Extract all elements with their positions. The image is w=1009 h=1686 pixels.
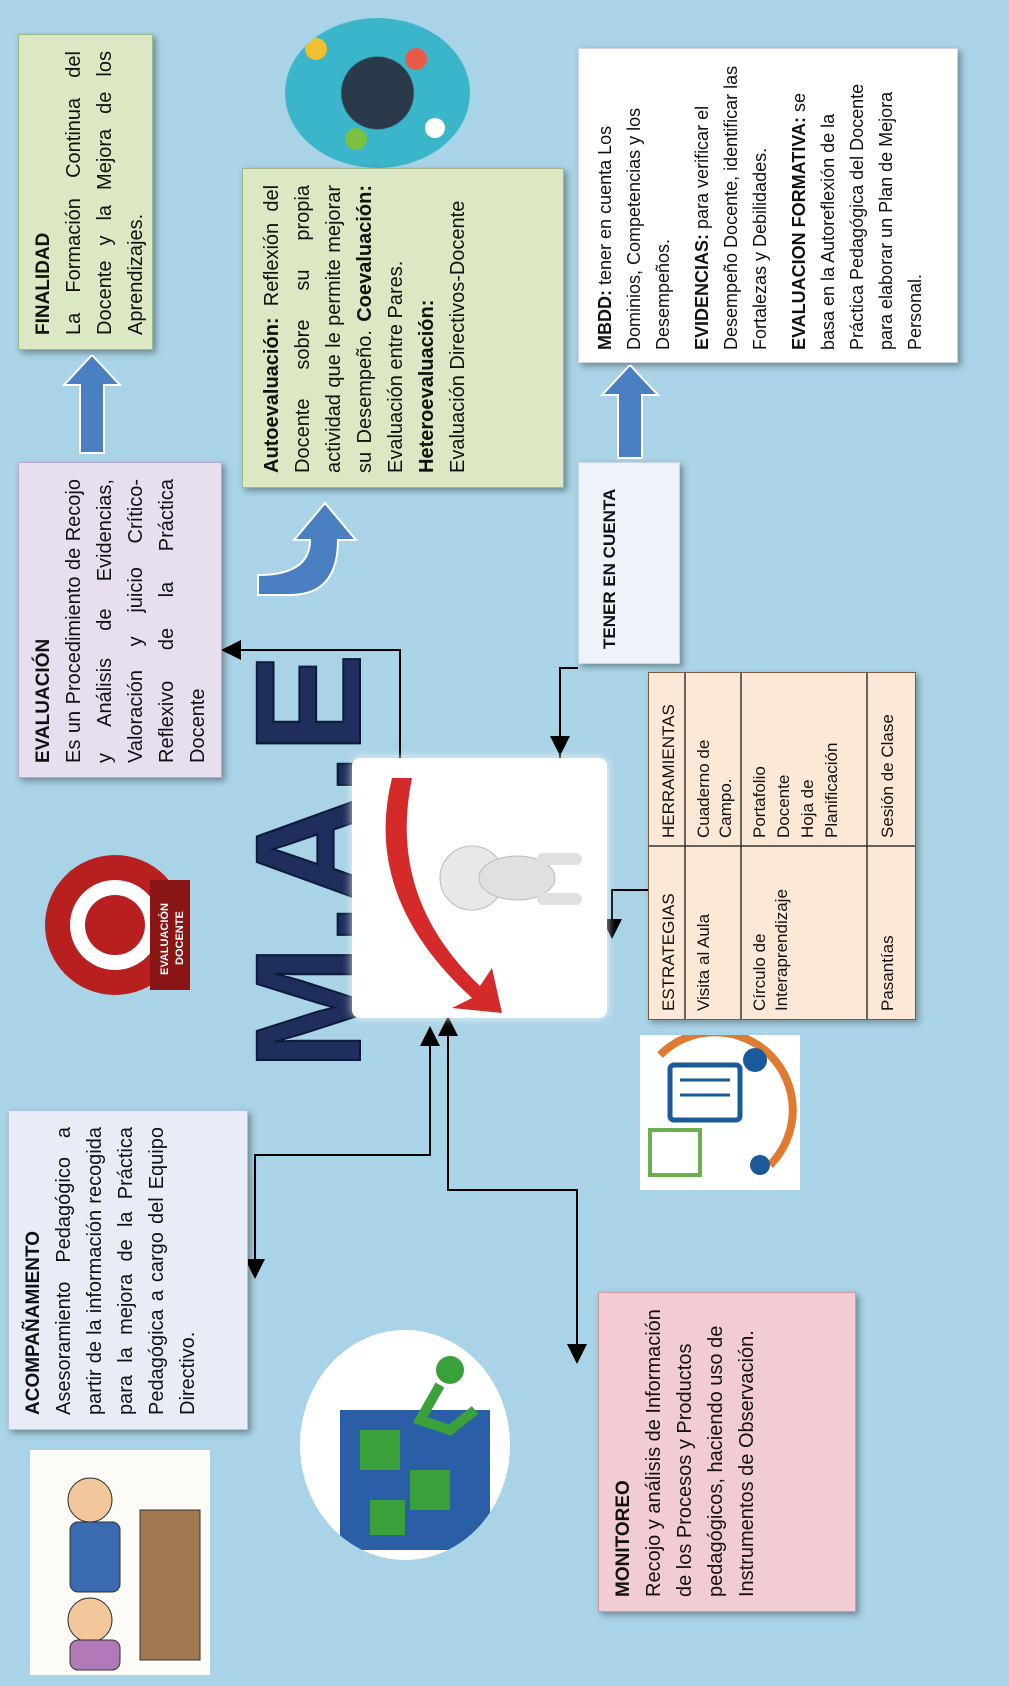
finalidad-text: La Formación Continua del Docente y la M…: [63, 51, 147, 335]
table-cell: Portafolio: [750, 766, 769, 838]
table-cell: Cuaderno de: [694, 740, 713, 838]
table-cell: Hoja de: [798, 779, 817, 838]
table-cell: Campo.: [716, 778, 735, 838]
estrategias-table: ESTRATEGIAS HERRAMIENTAS Visita al Aula …: [648, 672, 916, 1020]
table-cell: Planificación: [822, 743, 841, 838]
evaluacion-box: EVALUACIÓN Es un Procedimiento de Recojo…: [18, 462, 222, 778]
mbdd-box: MBDD: tener en cuenta Los Dominios, Comp…: [578, 48, 958, 363]
curved-arrow-icon: [257, 501, 359, 596]
badge-line1: EVALUACIÓN: [158, 903, 171, 975]
monitoreo-text: Recojo y análisis de Información de los …: [643, 1309, 758, 1597]
finalidad-heading: FINALIDAD: [33, 232, 54, 335]
table-cell: Visita al Aula: [694, 913, 713, 1011]
arrow-up-finalidad-icon: [62, 355, 122, 454]
evaluacion-formativa-label: EVALUACION FORMATIVA:: [789, 117, 809, 350]
acompanamiento-box: ACOMPAÑAMIENTO Asesoramiento Pedagógico …: [8, 1110, 248, 1430]
badge-line2: DOCENTE: [174, 911, 186, 965]
evaluacion-text: Es un Procedimiento de Recojo y Análisis…: [63, 479, 209, 763]
table-cell: Docente: [774, 775, 793, 838]
table-header-herramientas: HERRAMIENTAS: [659, 704, 678, 838]
autoevaluacion-label: Autoevaluación:: [261, 317, 283, 473]
mbdd-label: MBDD:: [595, 290, 615, 350]
acompanamiento-text: Asesoramiento Pedagógico a partir de la …: [53, 1127, 199, 1415]
tener-en-cuenta-label: TENER EN CUENTA: [600, 488, 619, 649]
acompanamiento-heading: ACOMPAÑAMIENTO: [23, 1230, 44, 1415]
meeting-people-icon: [30, 1450, 210, 1675]
monitoreo-heading: MONITOREO: [613, 1480, 634, 1597]
evaluacion-formativa-text: se basa en la Autoreflexión de la Prácti…: [789, 83, 925, 350]
autoevaluacion-box: Autoevaluación: Reflexión del Docente so…: [242, 168, 564, 488]
coevaluacion-text: Evaluación entre Pares.: [385, 260, 407, 473]
evaluacion-docente-badge-icon: EVALUACIÓN DOCENTE: [40, 830, 195, 1010]
table-cell: Pasantías: [878, 935, 897, 1011]
heteroevaluacion-label: Heteroevaluación:: [416, 299, 438, 473]
finalidad-box: FINALIDAD La Formación Continua del Doce…: [18, 34, 153, 350]
table-cell: Círculo de: [750, 934, 769, 1011]
table-cell: Sesión de Clase: [878, 714, 897, 838]
figure-arrow-icon: [352, 758, 607, 1018]
heteroevaluacion-text: Evaluación Directivos-Docente: [447, 200, 469, 473]
coevaluacion-label: Coevaluación:: [354, 185, 376, 322]
tener-en-cuenta-box: TENER EN CUENTA: [578, 462, 680, 664]
science-head-icon: [285, 18, 470, 168]
monitoreo-box: MONITOREO Recojo y análisis de Informaci…: [598, 1292, 856, 1612]
puzzle-person-icon: [300, 1330, 510, 1560]
arrow-up-mbdd-icon: [600, 365, 660, 459]
evaluacion-heading: EVALUACIÓN: [33, 638, 54, 763]
checklist-icon: [640, 1028, 800, 1190]
evidencias-label: EVIDENCIAS:: [692, 233, 712, 350]
table-header-estrategias: ESTRATEGIAS: [659, 893, 678, 1011]
table-cell: Interaprendizaje: [772, 889, 791, 1011]
